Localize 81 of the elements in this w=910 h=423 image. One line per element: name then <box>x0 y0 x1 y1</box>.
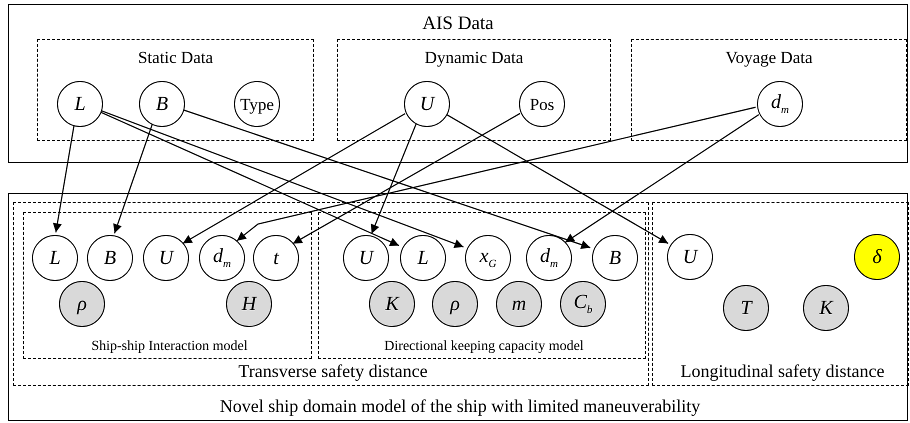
variable-symbol: T <box>740 298 752 318</box>
arrow <box>99 110 464 248</box>
variable-symbol: B <box>156 94 168 114</box>
group-frame <box>37 39 314 141</box>
group-frame <box>337 39 611 141</box>
group-frame <box>631 39 907 141</box>
group-title: Dynamic Data <box>424 47 524 68</box>
variable-circle <box>496 281 542 327</box>
group-title: Voyage Data <box>725 47 813 68</box>
variable-circle <box>139 81 185 127</box>
variable-symbol: t <box>273 248 279 268</box>
variable-circle <box>519 81 565 127</box>
variable-symbol: δ <box>872 247 882 267</box>
variable-circle <box>757 81 803 127</box>
group-title: Novel ship domain model of the ship with limited maneuverability <box>218 395 700 418</box>
variable-symbol: B <box>104 248 116 268</box>
variable-circle <box>226 281 272 327</box>
variable-circle <box>432 281 478 327</box>
arrow <box>564 114 760 243</box>
variable-symbol: ρ <box>450 294 460 314</box>
variable-circle <box>723 285 769 331</box>
variable-circle <box>592 235 638 281</box>
variable-symbol: H <box>242 294 256 314</box>
arrow <box>98 110 400 246</box>
variable-symbol: L <box>49 248 61 268</box>
variable-symbol: Type <box>240 96 274 112</box>
variable-symbol: U <box>420 94 434 114</box>
variable-symbol: d$_{m}$ <box>540 246 558 270</box>
variable-symbol: ρ <box>77 294 87 314</box>
variable-circle <box>253 235 299 281</box>
variable-circle <box>465 235 511 281</box>
variable-symbol: U <box>682 247 698 267</box>
group-title: AIS Data <box>422 12 494 36</box>
variable-circle <box>59 281 105 327</box>
variable-circle <box>667 234 713 280</box>
variable-circle <box>854 234 900 280</box>
arrow <box>113 124 154 234</box>
arrow <box>182 108 590 249</box>
arrow <box>292 112 520 244</box>
variable-symbol: x$_{G}$ <box>480 246 496 270</box>
group-title: Longitudinal safety distance <box>680 360 884 384</box>
arrow <box>52 124 75 232</box>
variable-symbol: U <box>158 248 174 268</box>
variable-symbol: C$_{b}$ <box>574 292 592 316</box>
variable-symbol: U <box>358 248 374 268</box>
variable-symbol: m <box>512 294 526 314</box>
variable-symbol: B <box>608 248 622 268</box>
variable-circle <box>343 235 389 281</box>
group-title: Static Data <box>138 47 214 68</box>
variable-circle <box>400 235 446 281</box>
variable-circle <box>32 235 78 281</box>
group-title: Directional keeping capacity model <box>383 338 584 356</box>
variable-symbol: Pos <box>530 96 554 112</box>
variable-symbol: K <box>819 298 833 318</box>
variable-circle <box>199 235 245 281</box>
variable-symbol: d$_{m}$ <box>771 92 789 116</box>
variable-circle <box>560 281 606 327</box>
variable-symbol: d$_{m}$ <box>213 246 231 270</box>
variable-circle <box>57 81 103 127</box>
variable-symbol: L <box>74 94 86 114</box>
variable-circle <box>526 235 572 281</box>
variable-symbol: K <box>385 294 399 314</box>
variable-circle <box>803 285 849 331</box>
variable-symbol: L <box>417 248 429 268</box>
group-title: Ship-ship Interaction model <box>90 338 248 356</box>
group-title: Transverse safety distance <box>237 360 428 384</box>
variable-circle <box>404 81 450 127</box>
group-frame <box>8 193 908 421</box>
arrow <box>182 113 406 244</box>
variable-circle <box>87 235 133 281</box>
group-frame <box>13 202 649 386</box>
arrow <box>370 123 417 234</box>
variable-circle <box>143 235 189 281</box>
group-frame <box>652 202 909 386</box>
variable-circle <box>234 81 280 127</box>
variable-circle <box>369 281 415 327</box>
arrow <box>236 106 756 242</box>
arrow <box>444 113 668 244</box>
group-frame <box>23 212 312 359</box>
group-frame <box>318 212 646 359</box>
group-frame <box>8 4 908 163</box>
